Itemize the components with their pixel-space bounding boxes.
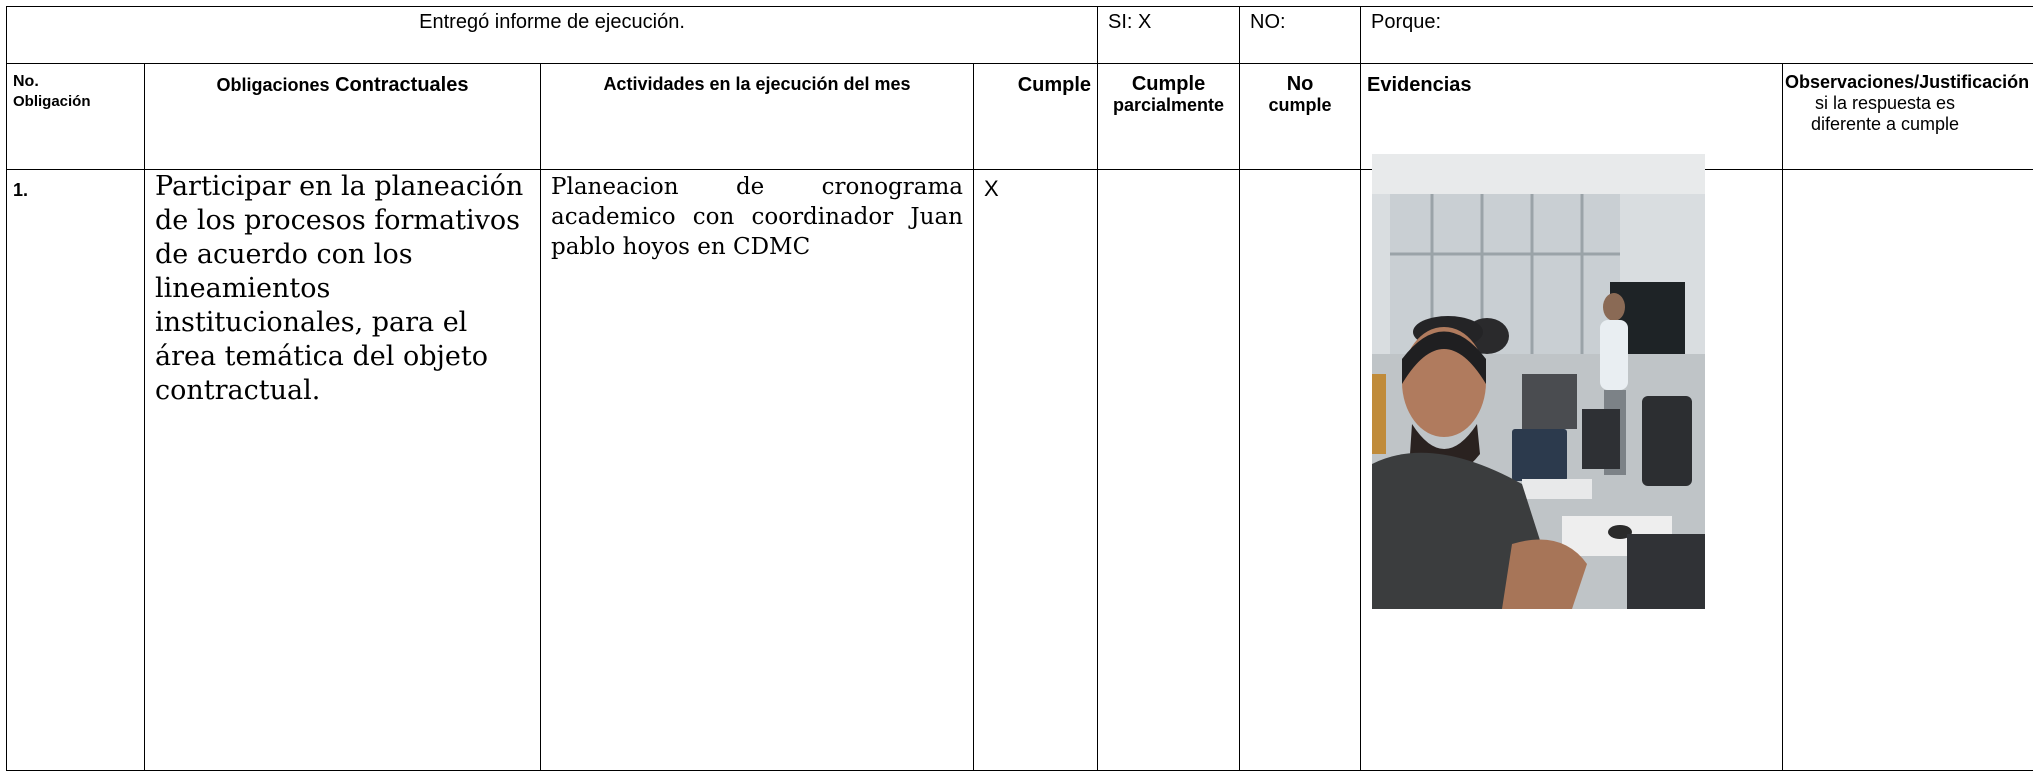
row-actividad: Planeacion de cronograma academico con c…: [541, 170, 974, 771]
col-header-actividades: Actividades en la ejecución del mes: [541, 64, 974, 170]
col-header-observaciones-rest: si la respuesta es diferente a cumple: [1811, 93, 1959, 134]
col-header-cumple-parcial-2: parcialmente: [1102, 95, 1235, 116]
evidence-photo: [1372, 154, 1705, 609]
no-label: NO:: [1240, 11, 1286, 33]
col-header-no-line2: Obligación: [13, 92, 138, 112]
classroom-selfie-image: [1372, 154, 1705, 609]
no-cell: NO:: [1240, 7, 1361, 64]
row-obligacion: Participar en la planeación de los proce…: [145, 170, 541, 771]
col-header-observaciones: Observaciones/Justificación si la respue…: [1783, 64, 2033, 170]
si-label: SI: X: [1098, 11, 1151, 33]
col-header-cumple-parcial-1: Cumple: [1102, 74, 1235, 95]
entrego-informe-cell: Entregó informe de ejecución.: [7, 7, 1098, 64]
porque-cell: Porque:: [1361, 7, 2033, 64]
col-header-no-cumple-1: No: [1244, 74, 1356, 95]
row-observaciones: [1783, 170, 2033, 771]
col-header-no-cumple: No cumple: [1240, 64, 1361, 170]
report-status-row: Entregó informe de ejecución. SI: X NO: …: [7, 7, 2033, 64]
col-header-no-obligacion: No. Obligación: [7, 64, 145, 170]
execution-report-table: Entregó informe de ejecución. SI: X NO: …: [6, 6, 2033, 771]
porque-label: Porque:: [1361, 11, 1441, 33]
col-header-cumple: Cumple: [974, 64, 1098, 170]
row-number: 1.: [7, 170, 145, 771]
si-cell: SI: X: [1098, 7, 1240, 64]
table-row: 1. Participar en la planeación de los pr…: [7, 170, 2033, 771]
row-cumple-parcialmente: [1098, 170, 1240, 771]
col-header-obligaciones: Obligaciones Contractuales: [145, 64, 541, 170]
col-header-cumple-parcial: Cumple parcialmente: [1098, 64, 1240, 170]
row-cumple: X: [974, 170, 1098, 771]
col-header-no-line1: No.: [13, 72, 138, 92]
col-header-obligaciones-b: Contractuales: [335, 74, 468, 96]
col-header-observaciones-bold: Observaciones/Justificación: [1785, 72, 2029, 92]
row-no-cumple: [1240, 170, 1361, 771]
col-header-obligaciones-a: Obligaciones: [217, 75, 330, 95]
col-header-no-cumple-2: cumple: [1244, 95, 1356, 116]
column-header-row: No. Obligación Obligaciones Contractuale…: [7, 64, 2033, 170]
